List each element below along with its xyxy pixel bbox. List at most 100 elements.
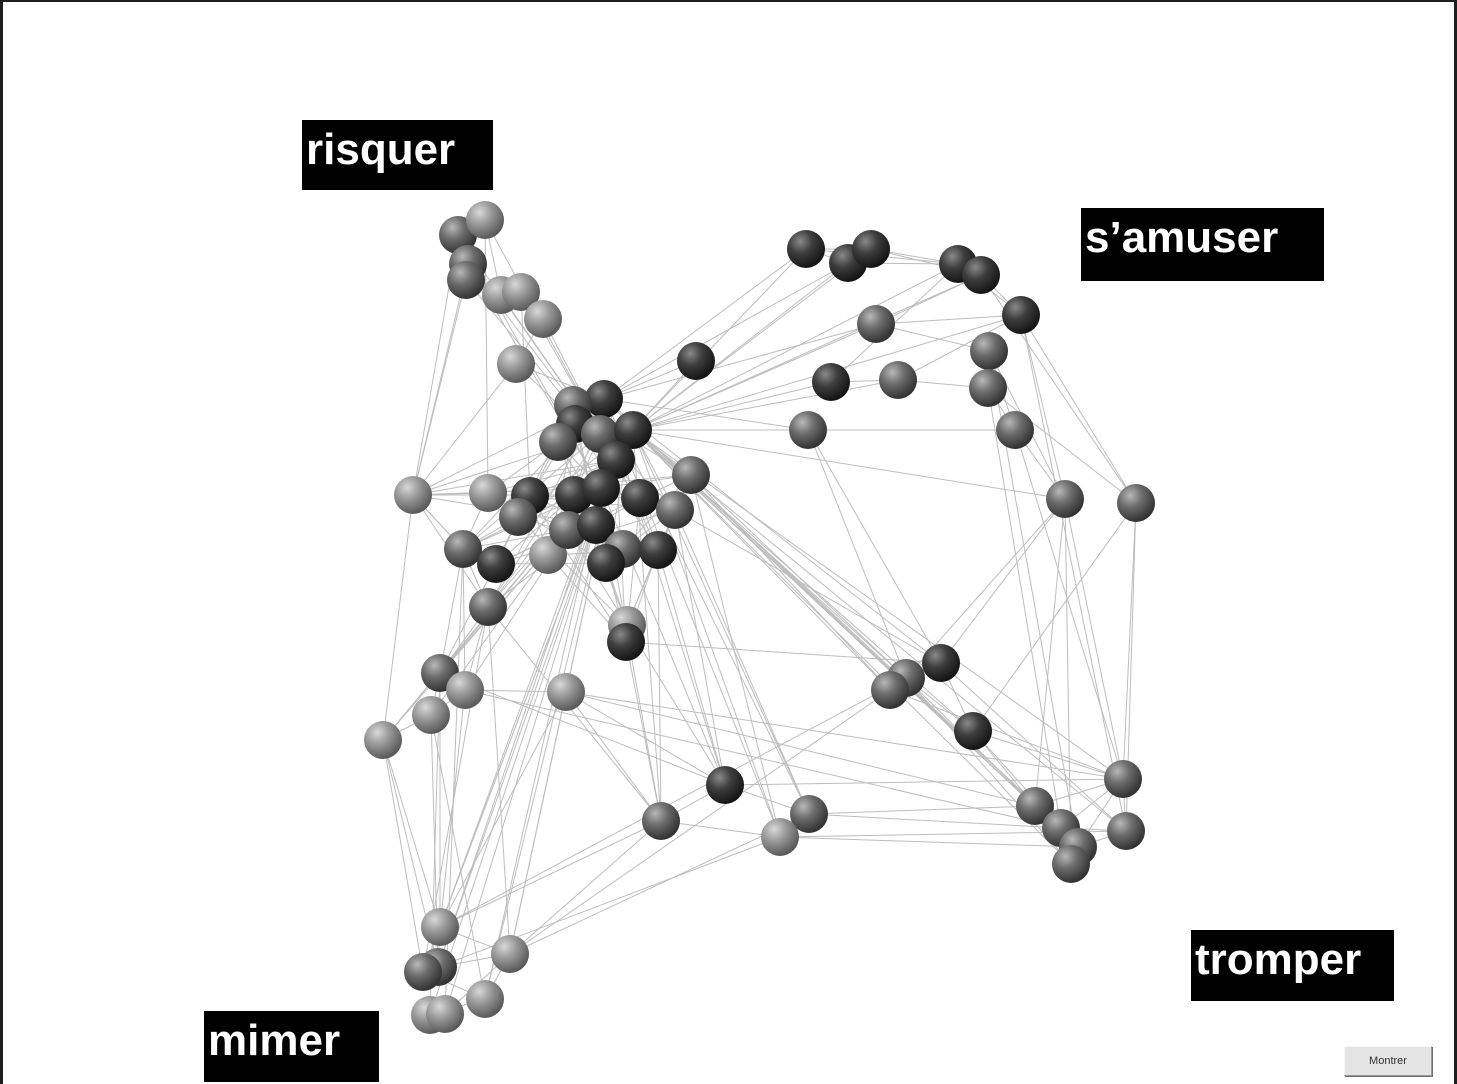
graph-node[interactable] <box>852 230 890 268</box>
graph-node[interactable] <box>1117 484 1155 522</box>
graph-edge <box>487 606 511 955</box>
graph-node[interactable] <box>466 980 504 1018</box>
graph-node[interactable] <box>446 671 484 709</box>
graph-node[interactable] <box>404 953 442 991</box>
graph-node[interactable] <box>607 623 645 661</box>
graph-edge <box>1014 429 1124 780</box>
graph-edge <box>1064 498 1124 780</box>
graph-edge <box>509 813 810 955</box>
graph-edge <box>875 314 1022 325</box>
graph-node[interactable] <box>639 531 677 569</box>
graph-node[interactable] <box>677 342 715 380</box>
graph-edge <box>632 323 877 431</box>
graph-edge <box>875 323 990 352</box>
graph-node[interactable] <box>477 545 515 583</box>
graph-node[interactable] <box>672 456 710 494</box>
graph-edge <box>807 429 942 664</box>
graph-node[interactable] <box>871 671 909 709</box>
graph-edge <box>439 672 726 786</box>
graph-node[interactable] <box>597 441 635 479</box>
graph-node[interactable] <box>614 411 652 449</box>
graph-edge <box>517 516 628 626</box>
graph-edge <box>565 691 1036 807</box>
graph-node[interactable] <box>421 908 459 946</box>
graph-node[interactable] <box>587 544 625 582</box>
graph-edge <box>565 691 662 822</box>
graph-edge <box>987 387 1137 504</box>
graph-node[interactable] <box>996 411 1034 449</box>
graph-edge <box>565 691 1124 780</box>
graph-node[interactable] <box>970 332 1008 370</box>
graph-edge <box>674 509 810 815</box>
graph-node[interactable] <box>447 261 485 299</box>
graph-edge <box>625 641 662 822</box>
graph-node[interactable] <box>962 256 1000 294</box>
show-button[interactable]: Montrer <box>1344 1046 1432 1076</box>
graph-node[interactable] <box>789 411 827 449</box>
graph-node[interactable] <box>812 363 850 401</box>
graph-node[interactable] <box>524 300 562 338</box>
graph-node[interactable] <box>444 530 482 568</box>
graph-node[interactable] <box>922 644 960 682</box>
graph-node[interactable] <box>787 230 825 268</box>
graph-node[interactable] <box>466 201 504 239</box>
graph-node[interactable] <box>1104 760 1142 798</box>
graph-node[interactable] <box>790 795 828 833</box>
graph-node[interactable] <box>879 361 917 399</box>
graph-node[interactable] <box>539 423 577 461</box>
graph-node[interactable] <box>1002 296 1040 334</box>
graph-edge <box>484 487 602 1000</box>
graph-node[interactable] <box>1016 787 1054 825</box>
graph-node[interactable] <box>469 588 507 626</box>
graph-node[interactable] <box>577 506 615 544</box>
graph-edge <box>412 279 467 496</box>
graph-edge <box>437 836 781 968</box>
graph-edge <box>439 563 497 674</box>
graph-node[interactable] <box>491 935 529 973</box>
graph-edge <box>779 836 1079 848</box>
graph-edge <box>603 398 810 815</box>
graph-node[interactable] <box>412 696 450 734</box>
graph-node[interactable] <box>969 369 1007 407</box>
graph-edge <box>439 691 567 928</box>
graph-node[interactable] <box>547 673 585 711</box>
graph-edge <box>897 314 1022 381</box>
graph-node[interactable] <box>642 802 680 840</box>
graph-node[interactable] <box>426 995 464 1033</box>
graph-node[interactable] <box>585 380 623 418</box>
graph-edge <box>603 323 877 400</box>
graph-node[interactable] <box>706 766 744 804</box>
graph-node[interactable] <box>364 721 402 759</box>
graph-edge <box>690 474 891 691</box>
semantic-network-graph[interactable] <box>3 2 1457 1084</box>
graph-edge <box>632 429 1127 832</box>
graph-node[interactable] <box>502 273 540 311</box>
graph-node[interactable] <box>761 818 799 856</box>
graph-edge <box>987 387 1062 829</box>
graph-node[interactable] <box>954 712 992 750</box>
graph-edge <box>889 689 1124 780</box>
graph-edge <box>430 714 486 1000</box>
graph-edge <box>429 459 617 1016</box>
graph-edge <box>972 730 1124 780</box>
graph-node[interactable] <box>621 479 659 517</box>
graph-node[interactable] <box>497 345 535 383</box>
graph-edge <box>1122 502 1137 780</box>
graph-node[interactable] <box>469 474 507 512</box>
graph-node[interactable] <box>1107 812 1145 850</box>
graph-edge <box>632 248 872 431</box>
graph-node[interactable] <box>549 511 587 549</box>
graph-edge <box>603 398 809 431</box>
graph-edge <box>626 624 726 786</box>
graph-node[interactable] <box>499 498 537 536</box>
graph-edge <box>807 429 907 679</box>
graph-edge <box>439 548 464 674</box>
graph-node[interactable] <box>857 305 895 343</box>
graph-node[interactable] <box>582 469 620 507</box>
graph-node[interactable] <box>1052 845 1090 883</box>
graph-node[interactable] <box>394 476 432 514</box>
graph-edge <box>632 263 959 431</box>
graph-node[interactable] <box>656 491 694 529</box>
graph-node[interactable] <box>1046 480 1084 518</box>
